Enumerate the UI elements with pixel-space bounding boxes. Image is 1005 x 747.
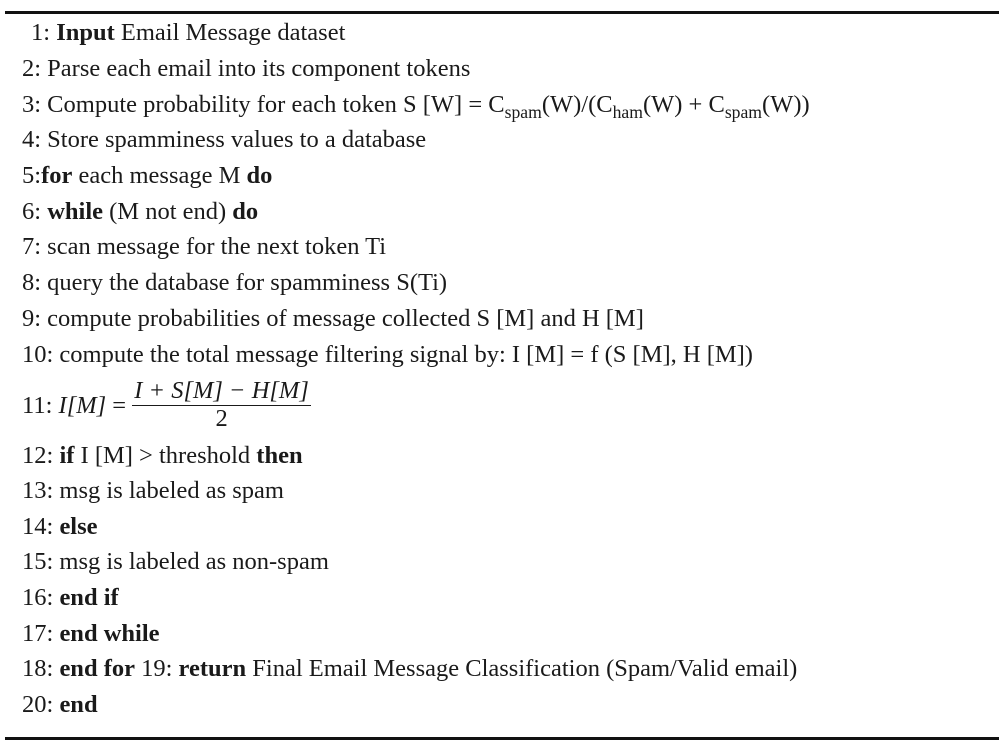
algorithm-line-18: 18: end for 19: return Final Email Messa… — [22, 654, 797, 684]
algorithm-line-20: 20: end — [22, 690, 98, 720]
keyword-end-if: end if — [59, 584, 119, 611]
bottom-rule — [5, 737, 999, 740]
line-number: 14: — [22, 513, 54, 540]
algorithm-line-13: 13: msg is labeled as spam — [22, 477, 284, 504]
algorithm-line-3: 3: Compute probability for each token S … — [22, 90, 810, 123]
keyword-then: then — [256, 442, 303, 469]
line-number: 1: — [31, 19, 51, 46]
line-text: Email Message dataset — [120, 19, 346, 46]
line-text: (W)) — [762, 91, 810, 118]
line-number: 5: — [22, 162, 42, 189]
algorithm-line-12: 12: if I [M] > threshold then — [22, 441, 303, 471]
line-text: (W)/(C — [541, 91, 613, 118]
line-number: 18: — [22, 655, 54, 682]
fraction-numerator: I + S[M] − H[M] — [132, 377, 311, 407]
keyword-return: return — [178, 655, 247, 682]
keyword-end: end — [59, 691, 98, 718]
line-number: 16: — [22, 584, 54, 611]
keyword-input: Input — [56, 19, 115, 46]
line-number: 19: — [141, 655, 173, 682]
algorithm-line-10: 10: compute the total message filtering … — [22, 341, 753, 368]
algorithm-line-6: 6: while (M not end) do — [22, 197, 258, 227]
keyword-for: for — [41, 162, 73, 189]
algorithm-line-4: 4: Store spamminess values to a database — [22, 126, 427, 153]
formula-equals: = — [112, 392, 127, 419]
formula-fraction: I + S[M] − H[M]2 — [132, 378, 311, 432]
algorithm-line-11: 11: I[M] = I + S[M] − H[M]2 — [22, 378, 311, 434]
algorithm-line-16: 16: end if — [22, 583, 119, 613]
line-text: Final Email Message Classification (Spam… — [252, 655, 798, 682]
line-number: 20: — [22, 691, 54, 718]
keyword-do: do — [232, 198, 259, 225]
line-text: 3: Compute probability for each token S … — [22, 91, 505, 118]
algorithm-line-1: 1: Input Email Message dataset — [31, 18, 345, 48]
line-number: 12: — [22, 442, 54, 469]
line-text: each message M — [78, 162, 241, 189]
line-text: (M not end) — [109, 198, 227, 225]
algorithm-line-7: 7: scan message for the next token Ti — [22, 233, 387, 260]
algorithm-line-2: 2: Parse each email into its component t… — [22, 55, 471, 82]
formula-lhs: I[M] — [58, 392, 107, 419]
algorithm-line-17: 17: end while — [22, 619, 160, 649]
line-number: 6: — [22, 198, 42, 225]
algorithm-line-5: 5:for each message M do — [22, 161, 272, 191]
keyword-else: else — [59, 513, 98, 540]
keyword-while: while — [47, 198, 103, 225]
line-number: 17: — [22, 620, 54, 647]
keyword-end-for: end for — [59, 655, 135, 682]
subscript-ham: ham — [612, 102, 643, 123]
top-rule — [5, 11, 999, 14]
keyword-do: do — [246, 162, 273, 189]
line-number: 11: — [22, 392, 53, 419]
subscript-spam: spam — [724, 102, 763, 123]
keyword-end-while: end while — [59, 620, 160, 647]
keyword-if: if — [59, 442, 75, 469]
algorithm-line-14: 14: else — [22, 512, 98, 542]
fraction-denominator: 2 — [215, 405, 228, 433]
algorithm-line-9: 9: compute probabilities of message coll… — [22, 305, 644, 332]
algorithm-line-8: 8: query the database for spamminess S(T… — [22, 269, 448, 296]
line-text: (W) + C — [642, 91, 725, 118]
subscript-spam: spam — [504, 102, 542, 123]
line-text: I [M] > threshold — [80, 442, 251, 469]
algorithm-line-15: 15: msg is labeled as non-spam — [22, 548, 329, 575]
